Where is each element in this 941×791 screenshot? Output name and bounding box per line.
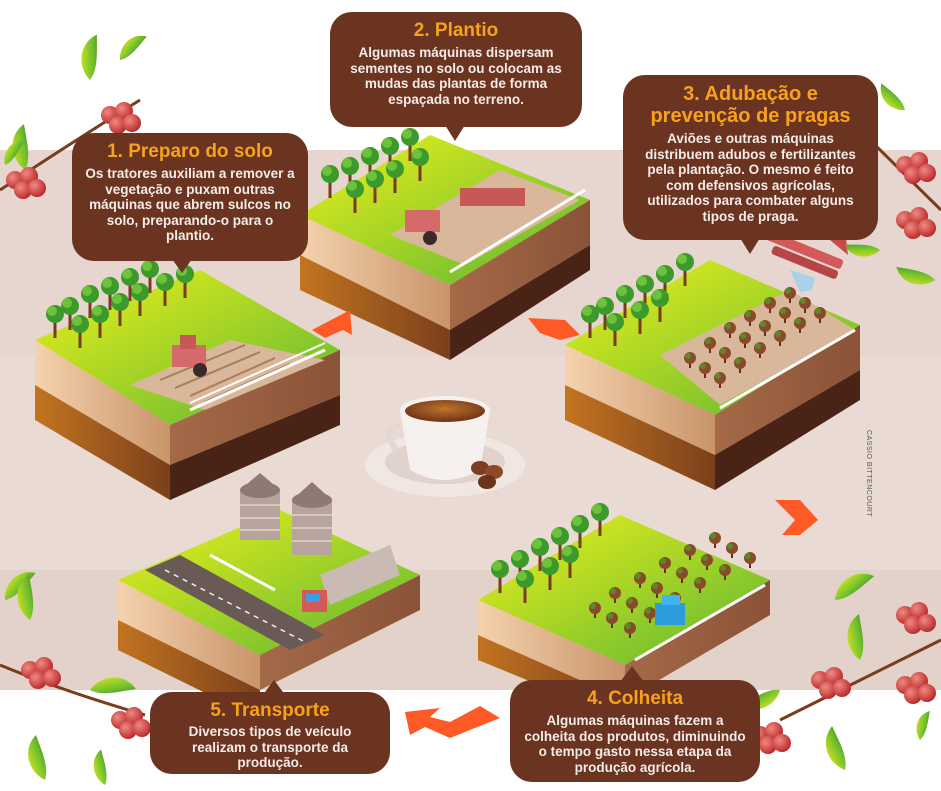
arrow-step3-to-step4 [775, 500, 818, 535]
step-1-title: 1. Preparo do solo [107, 141, 273, 162]
tile-adubacao [565, 230, 860, 490]
step-4-callout-tail [620, 666, 644, 682]
step-3-callout: 3. Adubação e prevenção de pragas Aviões… [623, 75, 878, 240]
step-5-callout: 5. Transporte Diversos tipos de veículo … [150, 692, 390, 774]
tile-preparo-do-solo [35, 260, 340, 500]
step-4-callout: 4. Colheita Algumas máquinas fazem a col… [510, 680, 760, 782]
truck [302, 545, 400, 612]
step-1-text: Os tratores auxiliam a remover a vegetaç… [85, 166, 295, 243]
step-1-callout: 1. Preparo do solo Os tratores auxiliam … [72, 133, 308, 261]
step-5-text: Diversos tipos de veículo realizam o tra… [188, 724, 352, 770]
coffee-branch-top-left [0, 31, 151, 199]
arrow-step2-to-step3 [528, 318, 580, 340]
crop-duster-plane [766, 230, 848, 292]
step-2-title: 2. Plantio [413, 20, 499, 41]
step-3-title: 3. Adubação e prevenção de pragas [650, 83, 851, 127]
tile-plantio [300, 128, 590, 360]
step-2-callout: 2. Plantio Algumas máquinas dispersam se… [330, 12, 582, 127]
step-2-callout-tail [445, 125, 465, 141]
harvester-machine [655, 595, 685, 625]
step-4-title: 4. Colheita [586, 688, 684, 709]
illustrator-credit: CASSIO BITTENCOURT [865, 430, 872, 518]
arrow-step1-to-step2 [312, 310, 352, 338]
step-3-text: Aviões e outras máquinas distribuem adub… [645, 131, 856, 224]
step-4-text: Algumas máquinas fazem a colheita dos pr… [524, 713, 746, 775]
grain-silos [240, 473, 332, 555]
step-5-title: 5. Transporte [210, 700, 330, 721]
step-2-text: Algumas máquinas dispersam sementes no s… [350, 45, 562, 107]
coffee-cup-icon [365, 396, 525, 497]
arrow-step4-to-step5 [405, 706, 500, 738]
coffee-branch-bottom-right [740, 568, 941, 772]
step-1-callout-tail [172, 259, 192, 273]
coffee-branch-bottom-left [0, 567, 151, 786]
step-3-callout-tail [740, 238, 760, 254]
